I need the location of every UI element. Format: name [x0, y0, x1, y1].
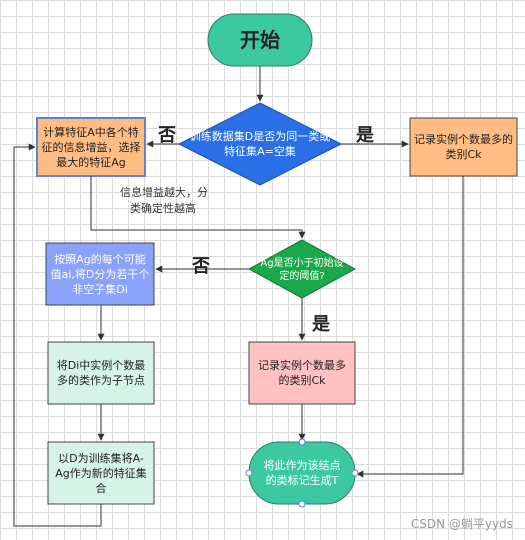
- info-gain-note-line1: 信息增益越大，分: [120, 186, 208, 199]
- child-node-shape: [47, 341, 155, 405]
- child-node: 将Di中实例个数最多的类作为子节点: [56, 359, 146, 387]
- loop-back-connector: [13, 143, 102, 527]
- decision2-node: Ag是否小于初始设定的阈值?: [260, 258, 344, 282]
- leaf-handle-top: [298, 438, 306, 446]
- yes-label-1: 是: [356, 125, 374, 146]
- newset-node: 以D为训练集将A-Ag作为新的特征集合: [55, 451, 147, 495]
- leaf-handle-bottom: [298, 500, 306, 508]
- record2-node-shape: [248, 341, 356, 405]
- start-node: 开始: [240, 27, 280, 52]
- yes-label-2: 是: [312, 314, 330, 335]
- decision1-shape: [177, 102, 343, 186]
- leaf-node: 将此作为该结点的类标记生成T: [263, 459, 341, 487]
- decision1-node: 训练数据集D是否为同一类或特征集A=空集: [189, 130, 331, 158]
- compute-node: 计算特征A中各个特征的信息增益，选择最大的特征Ag: [41, 125, 141, 169]
- arrow-record1-leaf: [356, 176, 464, 478]
- leaf-handle-right: [351, 469, 359, 477]
- split-node-shape: [45, 242, 155, 306]
- watermark: CSDN @躺平yyds: [410, 517, 513, 531]
- newset-node-shape: [47, 441, 155, 505]
- leaf-handle-left: [245, 469, 253, 477]
- record1-node-shape: [409, 117, 518, 177]
- arrow-compute-decision2: [90, 176, 306, 239]
- no-label-2: 否: [192, 256, 210, 277]
- no-label-1: 否: [158, 125, 176, 146]
- split-node: 按照Ag的每个可能值ai,将D分为若干个非空子集Di: [50, 252, 150, 296]
- record1-node: 记录实例个数最多的类别Ck: [414, 133, 513, 161]
- info-gain-note-line2: 类确定性越高: [130, 202, 196, 215]
- record2-node: 记录实例个数最多的类别Ck: [258, 359, 346, 387]
